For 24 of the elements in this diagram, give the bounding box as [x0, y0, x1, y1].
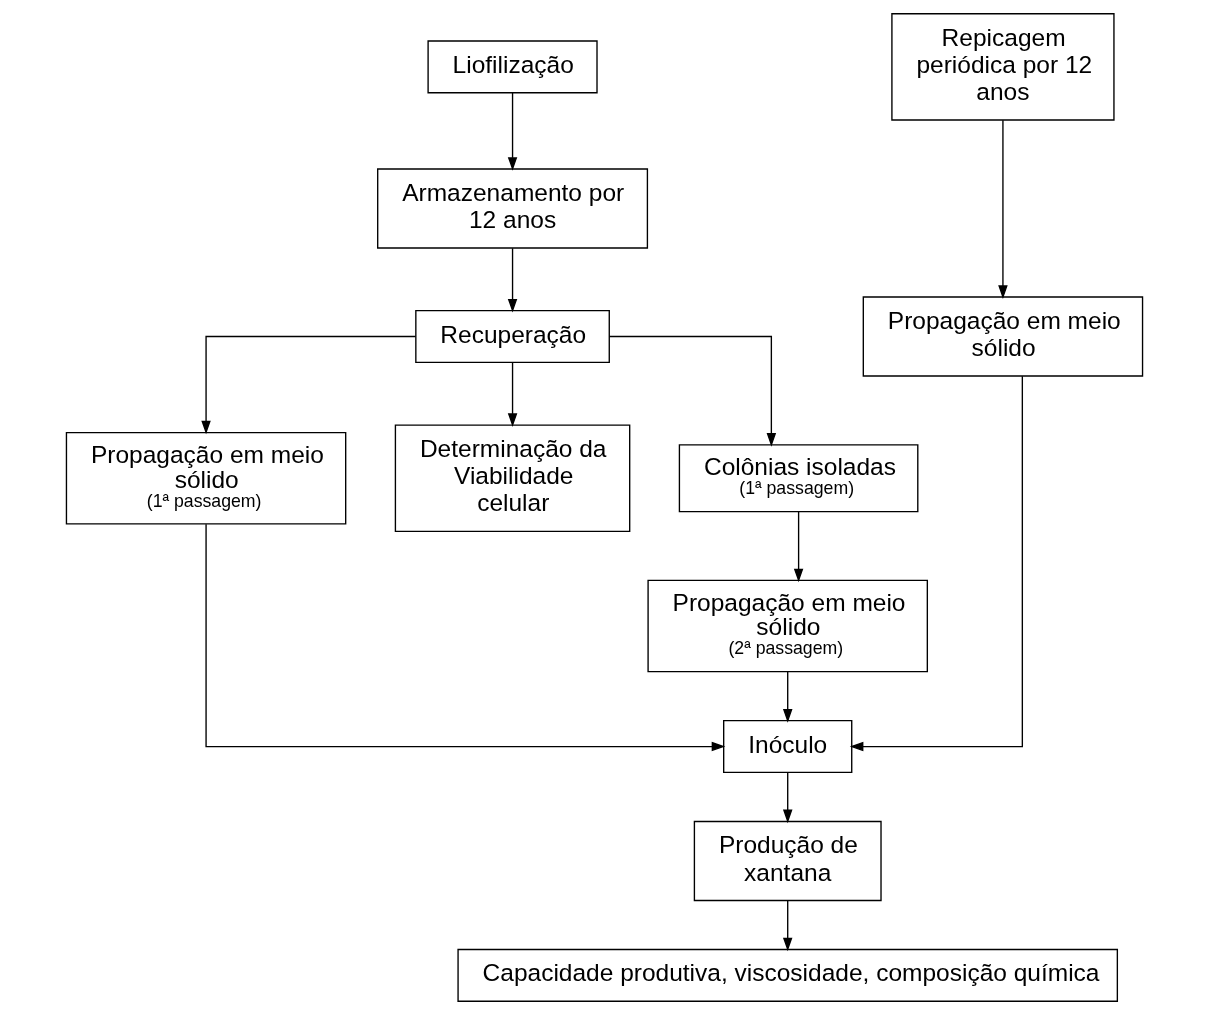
node-box: Propagação em meio sólido (2ª passagem) [646, 579, 928, 673]
arrow [849, 375, 1023, 752]
node-box: Liofilização [426, 40, 598, 94]
arrow [782, 671, 792, 723]
arrow [204, 523, 725, 752]
node-box: Propagação em meio sólido (1ª passagem) [65, 431, 346, 525]
node-box: Propagação em meio sólido [862, 296, 1143, 377]
arrow [507, 247, 517, 313]
node-box: Determinação da Viabilidade celular [394, 424, 630, 532]
arrow [507, 361, 517, 427]
arrow [782, 900, 792, 952]
arrow [997, 119, 1008, 299]
node-box: Produção de xantana [693, 820, 882, 902]
arrow [793, 511, 803, 583]
arrow [200, 335, 416, 435]
node-box: Capacidade produtiva, viscosidade, composição química [456, 948, 1118, 1002]
node-box: Inóculo [722, 720, 852, 774]
arrow [608, 335, 776, 447]
node-box: Armazenamento por 12 anos [376, 168, 648, 249]
arrow [782, 771, 792, 824]
node-box: Repicagem periódica por 12 anos [890, 13, 1115, 121]
node-box: Recuperação [414, 310, 610, 364]
arrow [507, 92, 517, 171]
node-box: Colônias isoladas (1ª passagem) [678, 444, 918, 513]
